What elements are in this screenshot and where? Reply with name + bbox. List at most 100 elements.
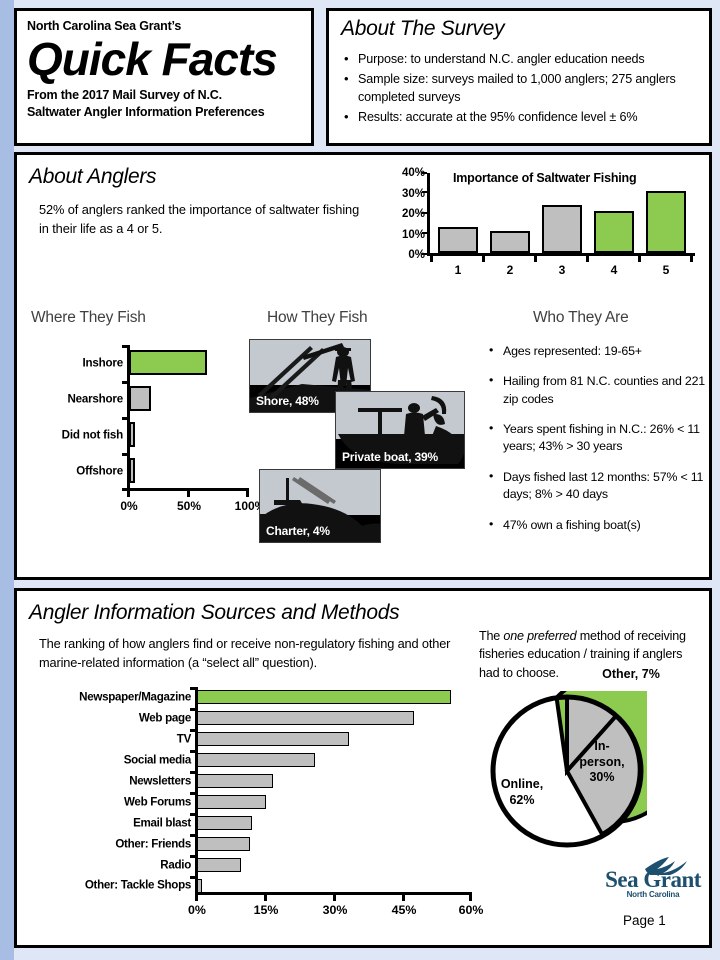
bar-category-2: [490, 231, 530, 253]
private-boat-silhouette: [338, 396, 464, 464]
pie-lead-after: method of receiving fisheries education …: [479, 629, 686, 680]
x-tick-label: 100%: [234, 499, 266, 513]
bar-social-media: [197, 753, 315, 767]
bar-category-4: [594, 211, 634, 253]
where-they-fish-chart: Inshore Nearshore Did not fish Offshore …: [37, 345, 265, 513]
axis-tick: [534, 256, 537, 262]
axis-tick: [190, 876, 196, 879]
x-tick-label: 50%: [176, 499, 202, 513]
axis-tick: [333, 895, 336, 901]
how-they-fish-title: How They Fish: [267, 309, 368, 326]
axis-tick: [690, 256, 693, 262]
photo-caption: Shore, 48%: [256, 394, 319, 408]
photo-caption: Charter, 4%: [266, 524, 330, 538]
importance-chart-x-axis-labels: 1 2 3 4 5: [430, 263, 692, 279]
axis-tick: [586, 256, 589, 262]
axis-tick: [190, 729, 196, 732]
photo-card-shore: Shore, 48%: [249, 339, 371, 413]
page-title: Quick Facts: [27, 33, 278, 85]
category-label: Social media: [123, 753, 192, 767]
x-tick-label: 60%: [458, 903, 484, 917]
category-label: Did not fish: [61, 428, 124, 442]
information-sources-panel: Angler Information Sources and Methods T…: [14, 588, 712, 948]
importance-chart-x-axis: [427, 253, 695, 256]
category-label: Nearshore: [67, 392, 123, 406]
y-tick-label: 10%: [401, 228, 425, 241]
y-tick-label: 20%: [401, 208, 425, 220]
y-tick-label: 40%: [401, 167, 425, 179]
axis-tick: [127, 491, 130, 497]
about-survey-heading: About The Survey: [341, 17, 505, 40]
about-anglers-heading: About Anglers: [29, 165, 157, 188]
axis-tick: [190, 792, 196, 795]
importance-chart-title: Importance of Saltwater Fishing: [453, 171, 637, 185]
bar-radio: [197, 858, 241, 872]
title-subtitle-line1: From the 2017 Mail Survey of N.C.: [27, 88, 222, 103]
x-tick-label: 3: [558, 263, 566, 277]
axis-tick: [190, 708, 196, 711]
axis-tick: [638, 256, 641, 262]
bar-web-page: [197, 711, 414, 725]
category-label: Offshore: [76, 464, 123, 478]
axis-tick: [422, 212, 427, 214]
category-label: Inshore: [82, 356, 124, 370]
information-sources-chart: Newspaper/Magazine Web page TV Social me…: [25, 687, 483, 932]
category-label: Newsletters: [129, 774, 191, 788]
category-label: Email blast: [133, 816, 191, 830]
bar-other-tackle-shops: [197, 879, 202, 893]
category-label: Web Forums: [124, 795, 191, 809]
sources-chart-y-axis: [195, 687, 198, 895]
axis-tick: [190, 687, 196, 690]
who-they-are-title: Who They Are: [533, 309, 629, 326]
bar-other-friends: [197, 837, 250, 851]
photo-card-private-boat: Private boat, 39%: [335, 391, 465, 469]
importance-chart-y-axis: [427, 173, 430, 255]
bar-inshore: [129, 350, 207, 375]
sources-chart-x-axis: [195, 892, 472, 895]
axis-tick: [469, 895, 472, 901]
axis-tick: [190, 855, 196, 858]
x-tick-label: 1: [454, 263, 462, 277]
bar-nearshore: [129, 386, 151, 411]
axis-tick: [190, 750, 196, 753]
axis-tick: [195, 895, 198, 901]
axis-tick: [482, 256, 485, 262]
axis-tick: [122, 417, 128, 420]
bar-newsletters: [197, 774, 273, 788]
bar-category-5: [646, 191, 686, 253]
list-item: Years spent fishing in N.C.: 26% < 11 ye…: [487, 420, 715, 456]
x-tick-label: 0%: [188, 903, 206, 917]
organization-kicker: North Carolina Sea Grant’s: [27, 19, 182, 33]
bar-category-3: [542, 205, 582, 253]
importance-of-saltwater-fishing-chart: Importance of Saltwater Fishing 0% 10% 2…: [391, 167, 703, 285]
preferred-method-pie-chart: Other, 7% In-person, 30% Online, 62%: [487, 667, 687, 861]
x-tick-label: 0%: [120, 499, 138, 513]
axis-tick: [402, 895, 405, 901]
bar-category-1: [438, 227, 478, 253]
x-tick-label: 15%: [253, 903, 279, 917]
bar-offshore: [129, 458, 135, 483]
pie-label-online: Online, 62%: [500, 777, 544, 807]
x-tick-label: 2: [506, 263, 514, 277]
importance-chart-bars: [430, 173, 692, 253]
axis-tick: [190, 834, 196, 837]
axis-tick: [422, 232, 427, 234]
list-item: Results: accurate at the 95% confidence …: [341, 108, 699, 127]
pie-label-in-person: In-person, 30%: [579, 739, 625, 785]
axis-tick: [190, 813, 196, 816]
bar-did-not-fish: [129, 422, 135, 447]
category-label: Newspaper/Magazine: [79, 690, 191, 704]
charter-boat-silhouette: [260, 477, 380, 542]
x-tick-label: 45%: [391, 903, 417, 917]
photo-caption: Private boat, 39%: [342, 450, 438, 464]
bar-tv: [197, 732, 349, 746]
list-item: Sample size: surveys mailed to 1,000 ang…: [341, 70, 699, 107]
axis-tick: [190, 771, 196, 774]
axis-tick: [122, 453, 128, 456]
category-label: Other: Tackle Shops: [84, 878, 191, 892]
information-sources-heading: Angler Information Sources and Methods: [29, 601, 400, 624]
bar-email-blast: [197, 816, 252, 830]
about-survey-panel: About The Survey Purpose: to understand …: [326, 8, 712, 146]
page-number: Page 1: [623, 913, 666, 928]
